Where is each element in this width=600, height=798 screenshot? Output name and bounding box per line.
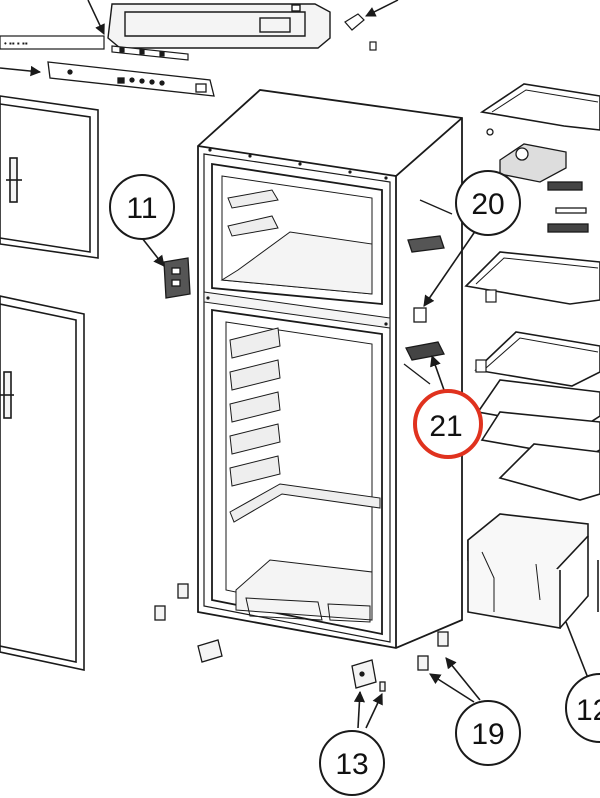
freezer-door bbox=[0, 95, 99, 259]
bottom-hinge-part bbox=[351, 659, 386, 692]
callout-20: 20 bbox=[455, 170, 521, 236]
shelf-bracket-parts bbox=[475, 289, 497, 373]
callout-13: 13 bbox=[319, 730, 385, 796]
callout-12-label: 12 bbox=[576, 694, 600, 727]
freezer-shelf bbox=[479, 83, 600, 131]
top-leader-lines bbox=[0, 0, 399, 77]
fan-motor-part bbox=[486, 128, 589, 233]
top-cover-part bbox=[107, 3, 331, 49]
svg-text:• ▪▪ ▪ ▪▪: • ▪▪ ▪ ▪▪ bbox=[4, 39, 28, 48]
glass-shelf-upper bbox=[464, 251, 600, 305]
callout-19: 19 bbox=[455, 700, 521, 766]
crisper-drawer bbox=[467, 513, 599, 629]
switch-bar-part bbox=[111, 45, 189, 61]
middle-hinge-part bbox=[163, 257, 191, 299]
crisper-cover bbox=[498, 443, 600, 501]
control-panel-part bbox=[47, 61, 215, 97]
glass-shelf-middle bbox=[474, 331, 600, 387]
hinge-top-part bbox=[344, 13, 377, 51]
callout-21-label: 21 bbox=[429, 410, 462, 443]
cabinet-body bbox=[197, 89, 463, 649]
control-label-strip: • ▪▪ ▪ ▪▪ bbox=[0, 35, 105, 50]
callout-21: 21 bbox=[413, 389, 483, 459]
callout-19-label: 19 bbox=[471, 718, 504, 751]
callout-20-label: 20 bbox=[471, 188, 504, 221]
cabinet-feet bbox=[154, 583, 449, 671]
callout-leader-lines bbox=[141, 229, 589, 729]
lamp-holder-part bbox=[413, 307, 427, 323]
callout-13-label: 13 bbox=[335, 748, 368, 781]
fridge-door bbox=[0, 295, 85, 671]
callout-12: 12 bbox=[565, 673, 600, 743]
callout-11: 11 bbox=[109, 174, 175, 240]
callout-11-label: 11 bbox=[126, 192, 157, 225]
thermostat-part bbox=[407, 199, 453, 253]
